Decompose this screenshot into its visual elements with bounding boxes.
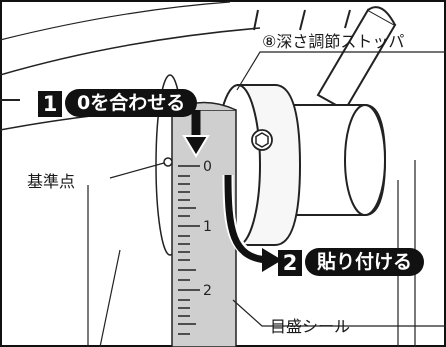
housing-arc: [0, 1, 231, 41]
step-2-instruction: 貼り付ける: [305, 248, 425, 276]
seal-leader: [232, 299, 446, 327]
scale-ticks: [178, 165, 200, 335]
depth-stopper-label: ⑧深さ調節ストッパ: [262, 32, 405, 51]
step-1-number: 1: [38, 91, 62, 117]
step-2-number: 2: [278, 250, 302, 276]
rod: [316, 8, 397, 112]
hex-screw: [251, 129, 273, 151]
attach-arrow: [224, 174, 269, 264]
reference-point-label: 基準点: [27, 172, 76, 191]
scale-tick-label: 2: [203, 283, 212, 299]
refpoint-leader: [109, 162, 165, 179]
scale-seal-label: 目盛シール: [270, 317, 351, 336]
reference-point-marker: [163, 157, 173, 167]
scale-tick-label: 0: [203, 159, 212, 175]
stopper-leader: [236, 51, 446, 91]
step-1-instruction: 0を合わせる: [65, 89, 198, 117]
housing-arc: [0, 27, 261, 76]
scale-tick-label: 1: [203, 219, 212, 235]
